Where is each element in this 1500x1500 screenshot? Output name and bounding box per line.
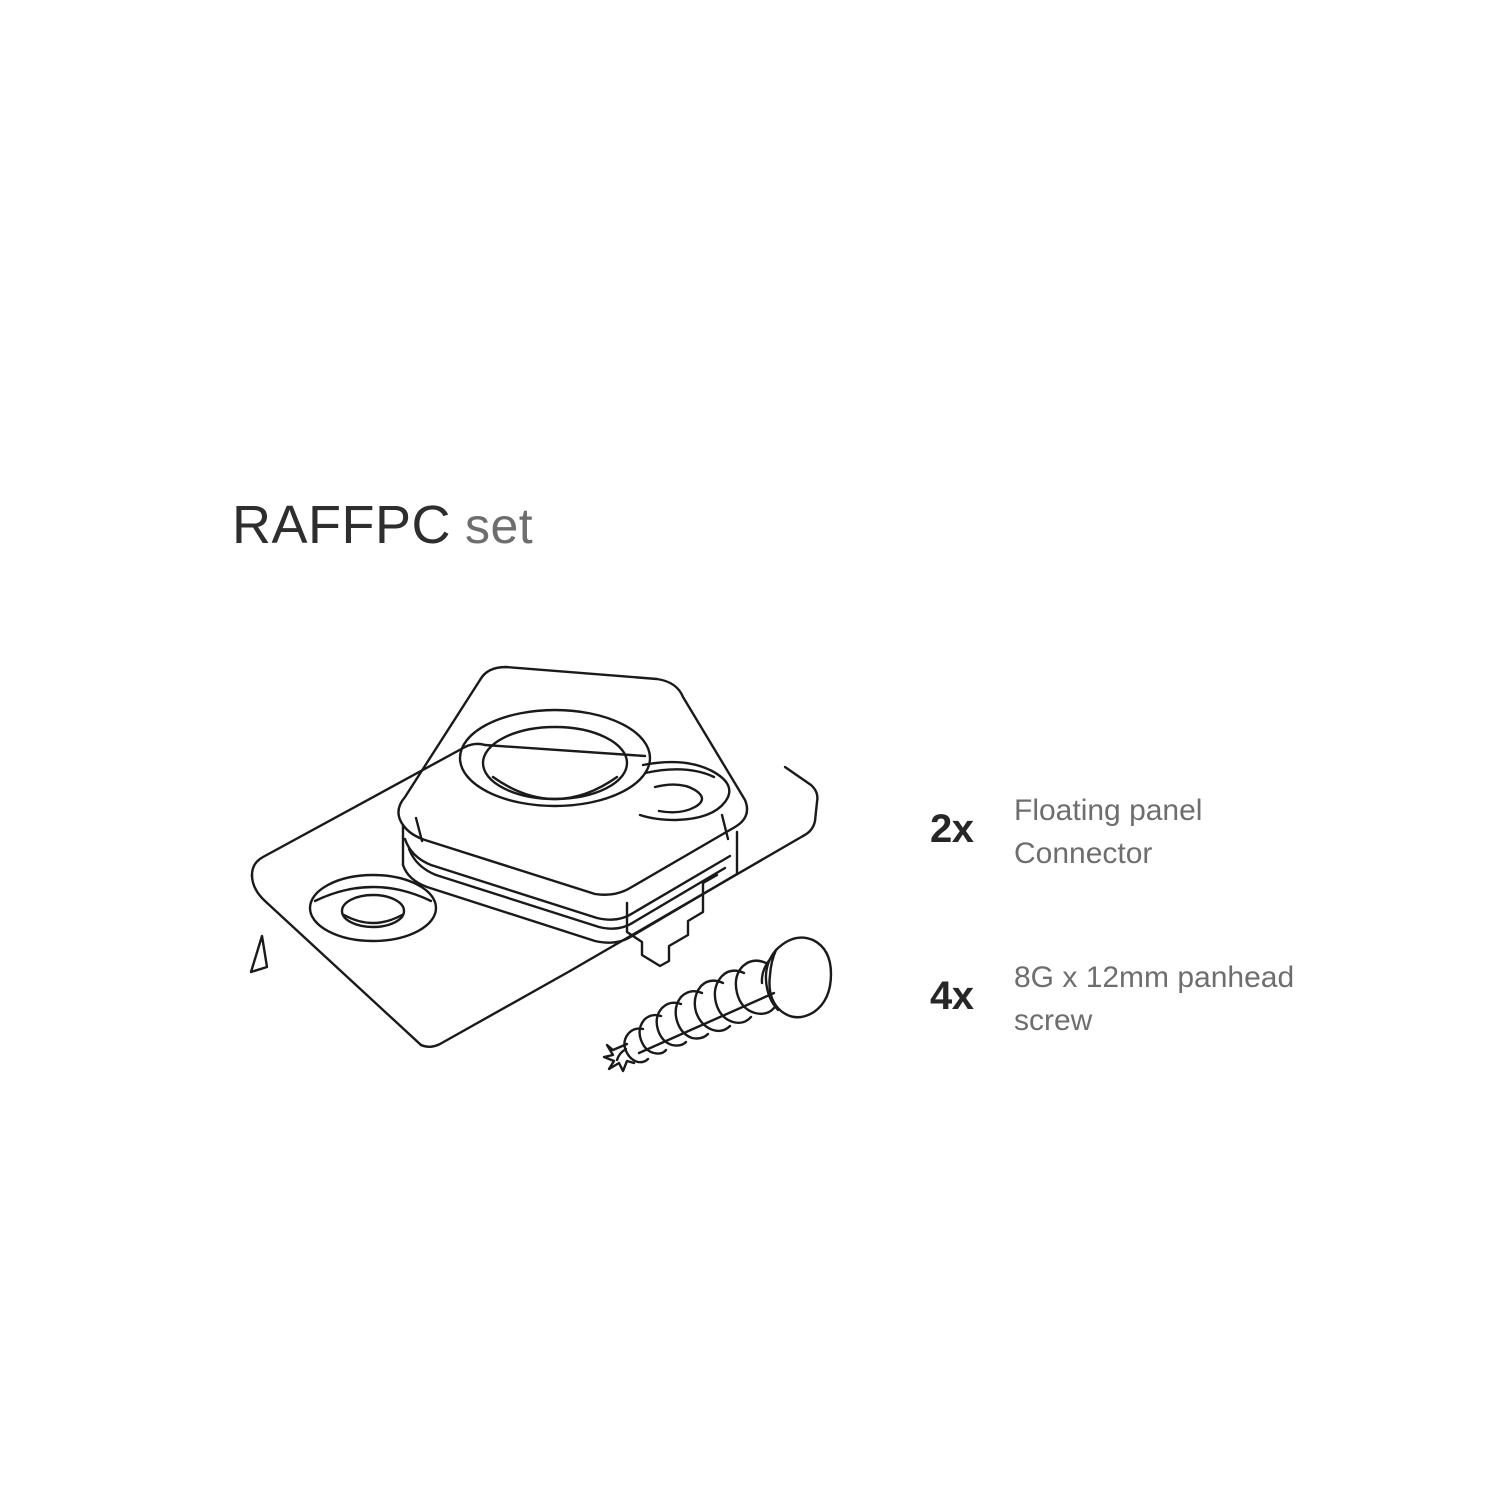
plate-outline-left-edge [250,742,487,877]
screw-hole-outer-ring-left [308,873,438,943]
legend-item-screw: 4x 8G x 12mm panhead screw [930,957,1390,1042]
screw-hole-inner-bore-right [653,783,704,814]
legend-description: Floating panel Connector [1014,790,1202,875]
screw-point [602,1042,636,1073]
legend-quantity: 2x [930,807,974,851]
screw-thread-7 [623,1027,650,1064]
plate-retaining-tab-inner [701,873,719,885]
plate-outline-bottom-right [419,969,572,1048]
screw-shank-core [637,991,776,1055]
legend-description-line2: Connector [1014,836,1153,870]
page-title-word: set [465,498,534,554]
legend-description-line1: Floating panel [1014,794,1203,827]
screw-head-dome [768,936,833,1019]
plate-top-face [255,753,816,1017]
screw-thread-1 [734,959,776,1016]
screw-thread-5 [655,1001,688,1047]
screw-thread-3 [693,979,732,1033]
screw-thread-2 [713,969,753,1025]
plate-retaining-tab [625,881,705,968]
parts-legend: 2x Floating panel Connector 4x 8G x 12mm… [930,790,1390,1124]
legend-item-connector: 2x Floating panel Connector [930,790,1390,875]
boss-plate-tick-left [414,816,424,843]
boss-bore-outer-rim [458,708,652,808]
screw-thread-6 [638,1013,668,1055]
screw-hole-outer-ring-left-highlight [313,885,433,903]
boss-bore-chamfer [481,725,629,801]
plate-outline-upper-right [783,765,819,838]
page-title-code: RAFFPC [232,495,451,555]
legend-description-line2: screw [1014,1003,1093,1037]
panhead-screw-linework [602,936,833,1073]
legend-quantity: 4x [930,974,974,1019]
screw-thread-4 [674,990,710,1040]
screw-hole-inner-bore-left-depth [342,913,404,925]
boss-bottom-front-wall [401,863,739,944]
legend-description: 8G x 12mm panhead screw [1014,957,1294,1042]
connector-linework [249,665,819,1048]
screw-hole-inner-bore-left [340,893,406,929]
boss-plate-tick-right [720,813,730,841]
parts-illustration [225,625,865,1075]
legend-description-line1: 8G x 12mm panhead [1014,961,1295,995]
plate-outline-top-edge [483,743,647,758]
screw-point-core [615,1047,628,1062]
screw-hole-outer-ring-right [638,760,731,822]
boss-bore-depth-arc [491,775,619,801]
boss-top-face [397,665,749,896]
screw-head-seat [760,956,773,985]
screw-hole-outer-ring-right-highlight [643,768,716,779]
plate-edge-nub-marker [249,934,269,974]
